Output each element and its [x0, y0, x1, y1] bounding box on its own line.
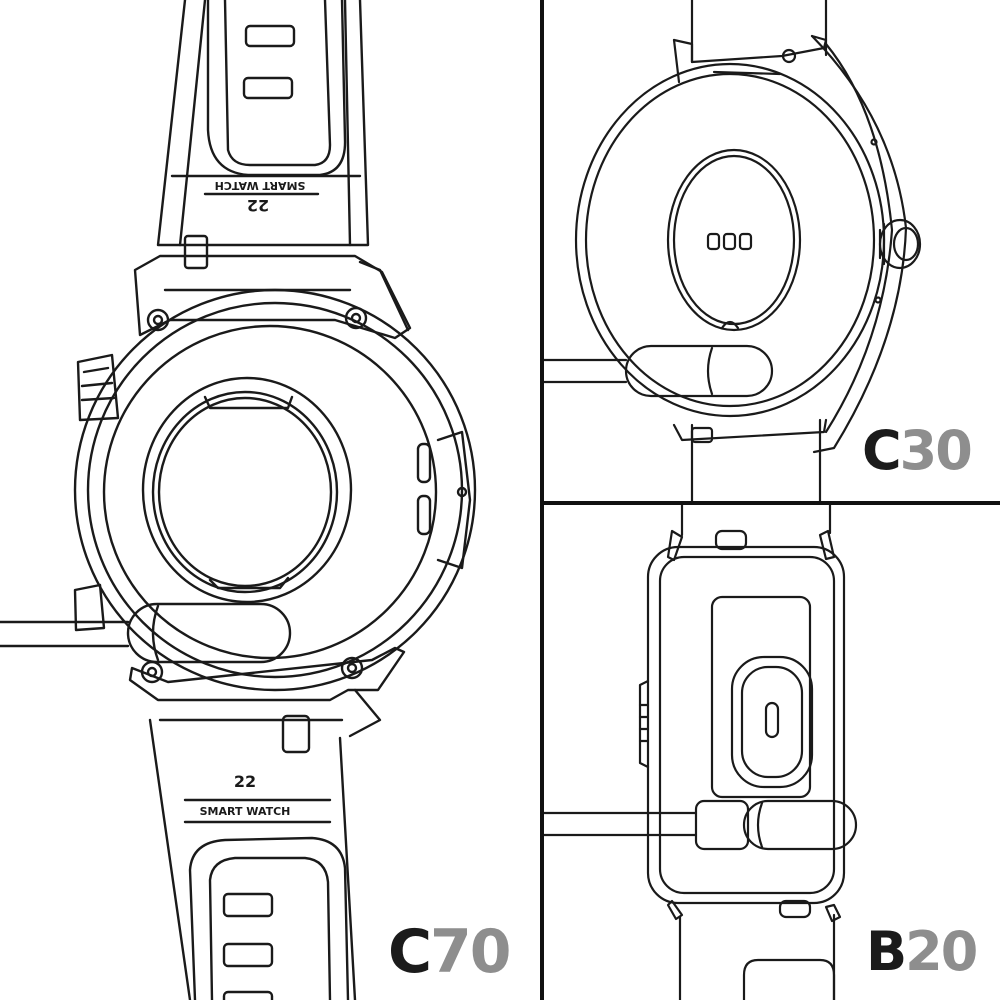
- c70-top-strap-size-mark: 22: [247, 196, 269, 215]
- b20-watch-drawing: [544, 505, 858, 1000]
- horizontal-divider: [544, 501, 1000, 505]
- c30-sensor-window: [666, 148, 802, 332]
- b20-sensor: [710, 595, 814, 799]
- c70-bottom-strap-hole: [222, 990, 274, 1000]
- b20-charger: [544, 799, 858, 851]
- c70-model-label-lead: C: [388, 917, 432, 987]
- c30-charger: [544, 344, 774, 398]
- panel-c30: C30: [544, 0, 1000, 501]
- vertical-divider: [540, 0, 544, 1000]
- c70-bottom-strap-size-mark: 22: [234, 772, 256, 791]
- panel-c70: SMART WATCH 22 22 SMART WATCH C70: [0, 0, 512, 1000]
- b20-model-label-lead: B: [866, 920, 907, 983]
- c70-crown-buttons: [73, 353, 120, 632]
- c70-model-label-number: 70: [430, 917, 511, 987]
- c70-bottom-strap-hole: [222, 942, 274, 968]
- c70-top-strap: [156, 0, 370, 270]
- c30-model-label-number: 30: [899, 419, 973, 482]
- panel-b20: B20: [544, 505, 1000, 1000]
- c70-sensor-window: [141, 376, 353, 604]
- c30-watch-drawing: [544, 0, 922, 501]
- c70-bottom-lugs: [128, 646, 406, 738]
- c70-model-label: C70: [388, 922, 512, 982]
- c70-charger: [0, 602, 292, 664]
- b20-model-label-number: 20: [905, 920, 978, 983]
- c30-model-label: C30: [862, 424, 973, 478]
- c70-bottom-strap: [148, 714, 357, 1000]
- c70-bottom-strap-hole: [222, 892, 274, 918]
- c70-screws: [140, 306, 368, 684]
- c30-model-label-lead: C: [862, 419, 902, 482]
- b20-side-button: [638, 679, 650, 769]
- c70-top-strap-hole: [244, 24, 296, 48]
- c70-top-strap-brand-text: SMART WATCH: [215, 179, 306, 192]
- c70-top-strap-hole: [242, 76, 294, 100]
- c70-bottom-strap-brand-text: SMART WATCH: [200, 805, 291, 818]
- c30-crown-button: [878, 218, 922, 270]
- c70-watch-drawing: SMART WATCH 22 22 SMART WATCH: [0, 0, 477, 1000]
- b20-model-label: B20: [866, 925, 978, 979]
